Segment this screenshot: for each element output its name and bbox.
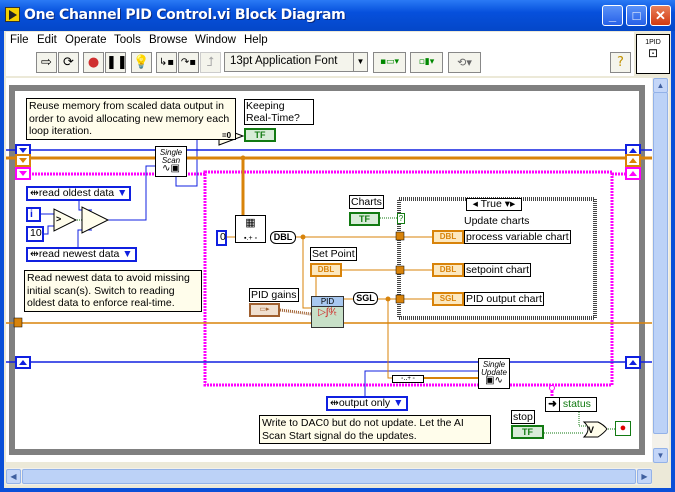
stop-control[interactable]: TF bbox=[511, 425, 544, 439]
close-button[interactable]: ✕ bbox=[650, 5, 671, 26]
update-charts-label: Update charts bbox=[464, 215, 530, 227]
keeping-real-time-label: Keeping Real-Time? bbox=[244, 99, 314, 125]
menu-operate[interactable]: Operate bbox=[65, 34, 107, 46]
case-selector[interactable]: ◂ True ▾▸ bbox=[466, 198, 522, 211]
labview-icon bbox=[5, 7, 20, 22]
set-point-control[interactable]: DBL bbox=[310, 263, 342, 277]
horizontal-scroll-thumb[interactable] bbox=[22, 469, 636, 484]
menu-window[interactable]: Window bbox=[195, 34, 236, 46]
run-continuously-button[interactable]: ⟳ bbox=[58, 52, 79, 73]
menu-file[interactable]: File bbox=[10, 34, 29, 46]
setpoint-chart-label: setpoint chart bbox=[464, 263, 532, 277]
scroll-right-button[interactable]: ▶ bbox=[637, 469, 652, 484]
comment-write-dac: Write to DAC0 but do not update. Let the… bbox=[259, 415, 491, 444]
scroll-up-button[interactable]: ▲ bbox=[653, 78, 668, 93]
step-over-button[interactable]: ↷▪ bbox=[178, 52, 199, 73]
pid-node-label: PID bbox=[312, 297, 343, 307]
pid-gains-control[interactable]: ▭▸ bbox=[249, 303, 280, 317]
pause-button[interactable]: ❚❚ bbox=[105, 52, 128, 73]
shift-register-right bbox=[625, 144, 641, 369]
ten-constant[interactable]: 10 bbox=[26, 226, 44, 242]
maximize-button[interactable]: □ bbox=[626, 5, 647, 26]
single-update-label: Single Update bbox=[481, 360, 507, 377]
align-objects-button[interactable]: ▪▭▾ bbox=[373, 52, 406, 73]
keeping-real-time-indicator[interactable]: TF bbox=[244, 128, 276, 142]
comment-reuse-memory-text: Reuse memory from scaled data output in … bbox=[29, 100, 230, 137]
read-oldest-enum[interactable]: ⇹read oldest data ▼ bbox=[26, 186, 132, 201]
output-only-enum[interactable]: ⇹output only ▼ bbox=[326, 396, 408, 411]
zero-constant[interactable]: 0 bbox=[216, 230, 227, 246]
pid-gains-label: PID gains bbox=[249, 288, 299, 302]
scroll-down-button[interactable]: ▼ bbox=[653, 448, 668, 463]
single-update-node[interactable]: Single Update▣∿ bbox=[478, 358, 510, 389]
menu-bar: File Edit Operate Tools Browse Window He… bbox=[6, 32, 634, 49]
equal-zero-label: =0 bbox=[222, 131, 232, 140]
read-newest-enum[interactable]: ⇹read newest data ▼ bbox=[26, 247, 137, 262]
case-selector-terminal: ? bbox=[397, 213, 405, 224]
setpoint-chart-terminal[interactable]: DBL bbox=[432, 263, 464, 277]
pid-node[interactable]: PID▷∫ᵈ⁄ₜ bbox=[311, 296, 344, 328]
step-out-button[interactable]: ⮥ bbox=[200, 52, 221, 73]
process-variable-chart-label: process variable chart bbox=[464, 230, 571, 244]
abort-button[interactable]: ● bbox=[83, 52, 104, 73]
unbundle-status-node[interactable]: ➜ status bbox=[545, 397, 597, 412]
chevron-down-icon: ▼ bbox=[353, 53, 367, 71]
font-dropdown[interactable]: 13pt Application Font ▼ bbox=[224, 52, 368, 72]
while-loop-frame bbox=[9, 85, 645, 455]
menu-edit[interactable]: Edit bbox=[37, 34, 57, 46]
reorder-button[interactable]: ⟲▾ bbox=[448, 52, 481, 73]
gt-label: > bbox=[56, 214, 62, 224]
or-node bbox=[582, 421, 608, 438]
stop-label: stop bbox=[511, 410, 535, 424]
comment-read-newest-text: Read newest data to avoid missing initia… bbox=[27, 272, 190, 309]
loop-condition-stop-icon[interactable]: ● bbox=[615, 421, 631, 436]
highlight-execution-button[interactable]: 💡 bbox=[131, 52, 152, 73]
select-node bbox=[81, 206, 110, 234]
single-scan-label: Single Scan bbox=[159, 148, 183, 165]
pid-output-chart-label: PID output chart bbox=[464, 292, 544, 306]
charts-control[interactable]: TF bbox=[349, 212, 380, 226]
greater-than-node bbox=[53, 208, 78, 232]
menu-browse[interactable]: Browse bbox=[149, 34, 188, 46]
menu-help[interactable]: Help bbox=[244, 34, 268, 46]
to-sgl-node[interactable]: SGL bbox=[353, 292, 378, 305]
run-button[interactable]: ⇨ bbox=[36, 52, 57, 73]
array-index-node[interactable]: ▫‥+ ▫ bbox=[392, 375, 424, 383]
sequence-frame bbox=[203, 170, 614, 387]
vertical-scroll-thumb[interactable] bbox=[653, 92, 668, 434]
scroll-left-button[interactable]: ◀ bbox=[6, 469, 21, 484]
menu-tools[interactable]: Tools bbox=[114, 34, 141, 46]
or-label: V bbox=[588, 425, 595, 435]
minimize-button[interactable]: _ bbox=[602, 5, 623, 26]
step-into-button[interactable]: ↳▪ bbox=[156, 52, 177, 73]
vi-icon-text: 1PID bbox=[645, 39, 661, 46]
help-button[interactable]: ? bbox=[610, 52, 631, 73]
to-dbl-node[interactable]: DBL bbox=[270, 231, 296, 244]
process-variable-chart-terminal[interactable]: DBL bbox=[432, 230, 464, 244]
set-point-label: Set Point bbox=[310, 247, 357, 261]
font-value: 13pt Application Font bbox=[230, 55, 338, 67]
vi-icon[interactable]: 1PID⊡ bbox=[636, 34, 670, 74]
initialize-array-node[interactable]: ▦▪.+ ▫ bbox=[235, 215, 266, 243]
single-scan-node[interactable]: Single Scan∿▣ bbox=[155, 146, 187, 177]
iteration-terminal: i bbox=[26, 207, 41, 222]
pid-integral-icon: ▷∫ᵈ⁄ₜ bbox=[318, 307, 337, 318]
shift-register-left bbox=[15, 144, 31, 369]
charts-label: Charts bbox=[349, 195, 384, 209]
comment-write-dac-text: Write to DAC0 but do not update. Let the… bbox=[262, 417, 464, 442]
pid-output-chart-terminal[interactable]: SGL bbox=[432, 292, 464, 306]
window-title: One Channel PID Control.vi Block Diagram bbox=[24, 7, 346, 23]
comment-reuse-memory: Reuse memory from scaled data output in … bbox=[26, 98, 236, 140]
title-bar: One Channel PID Control.vi Block Diagram… bbox=[0, 0, 675, 31]
distribute-objects-button[interactable]: ▫▮▾ bbox=[410, 52, 443, 73]
comment-read-newest: Read newest data to avoid missing initia… bbox=[24, 270, 202, 312]
